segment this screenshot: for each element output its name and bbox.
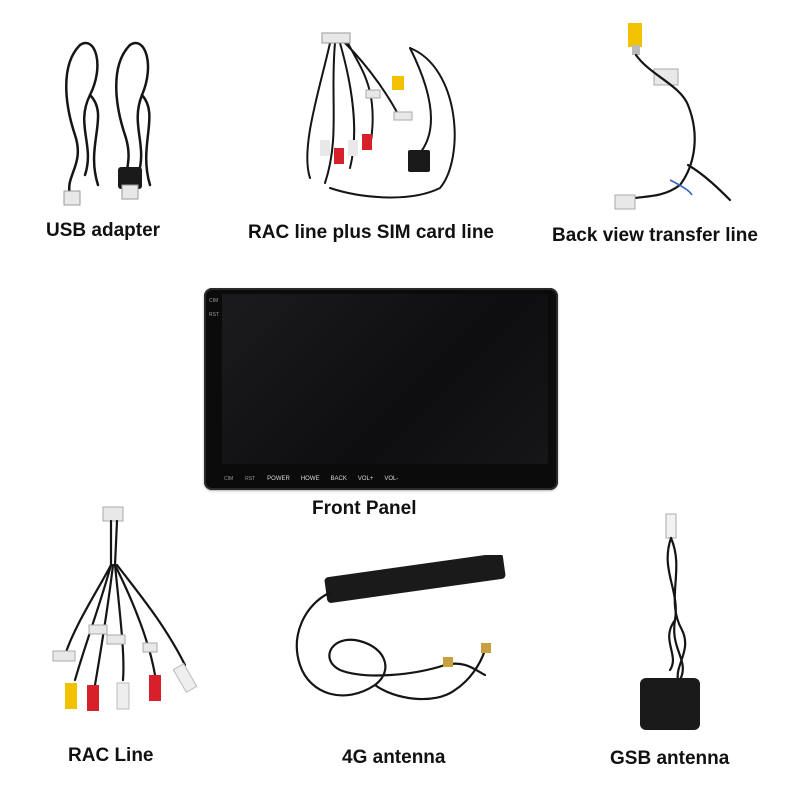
gps-antenna-icon xyxy=(640,513,700,730)
usb-adapter-caption: USB adapter xyxy=(46,220,161,241)
front-panel-caption: Front Panel xyxy=(312,498,417,519)
rca-harness-icon xyxy=(52,506,198,711)
panel-button-back[interactable]: BACK xyxy=(330,476,347,482)
panel-button-vol-up[interactable]: VOL+ xyxy=(357,476,374,482)
panel-button-cim[interactable]: CIM xyxy=(224,476,234,482)
back-view-caption: Back view transfer line xyxy=(552,225,758,246)
panel-button-vol-down[interactable]: VOL- xyxy=(384,476,399,482)
rca-sim-harness-icon xyxy=(306,32,456,199)
usb-cable-icon xyxy=(63,41,152,206)
gsb-antenna-caption: GSB antenna xyxy=(610,748,730,769)
front-panel-icon: CIM RST CIM RST POWER HOWE BACK VOL+ VOL… xyxy=(204,288,558,490)
rac-line-caption: RAC Line xyxy=(68,745,154,766)
4g-antenna-caption: 4G antenna xyxy=(342,747,446,768)
rac-sim-caption: RAC line plus SIM card line xyxy=(248,222,494,243)
4g-antenna-icon xyxy=(295,555,506,701)
panel-button-power[interactable]: POWER xyxy=(267,476,290,482)
side-label-cim: CIM xyxy=(209,298,219,304)
backview-cable-icon xyxy=(614,23,732,210)
screen-display xyxy=(222,294,548,464)
panel-button-home[interactable]: HOWE xyxy=(300,476,320,482)
side-label-rst: RST xyxy=(209,312,219,318)
panel-button-rst[interactable]: RST xyxy=(245,476,256,482)
panel-button-row: CIM RST POWER HOWE BACK VOL+ VOL- xyxy=(224,474,409,484)
